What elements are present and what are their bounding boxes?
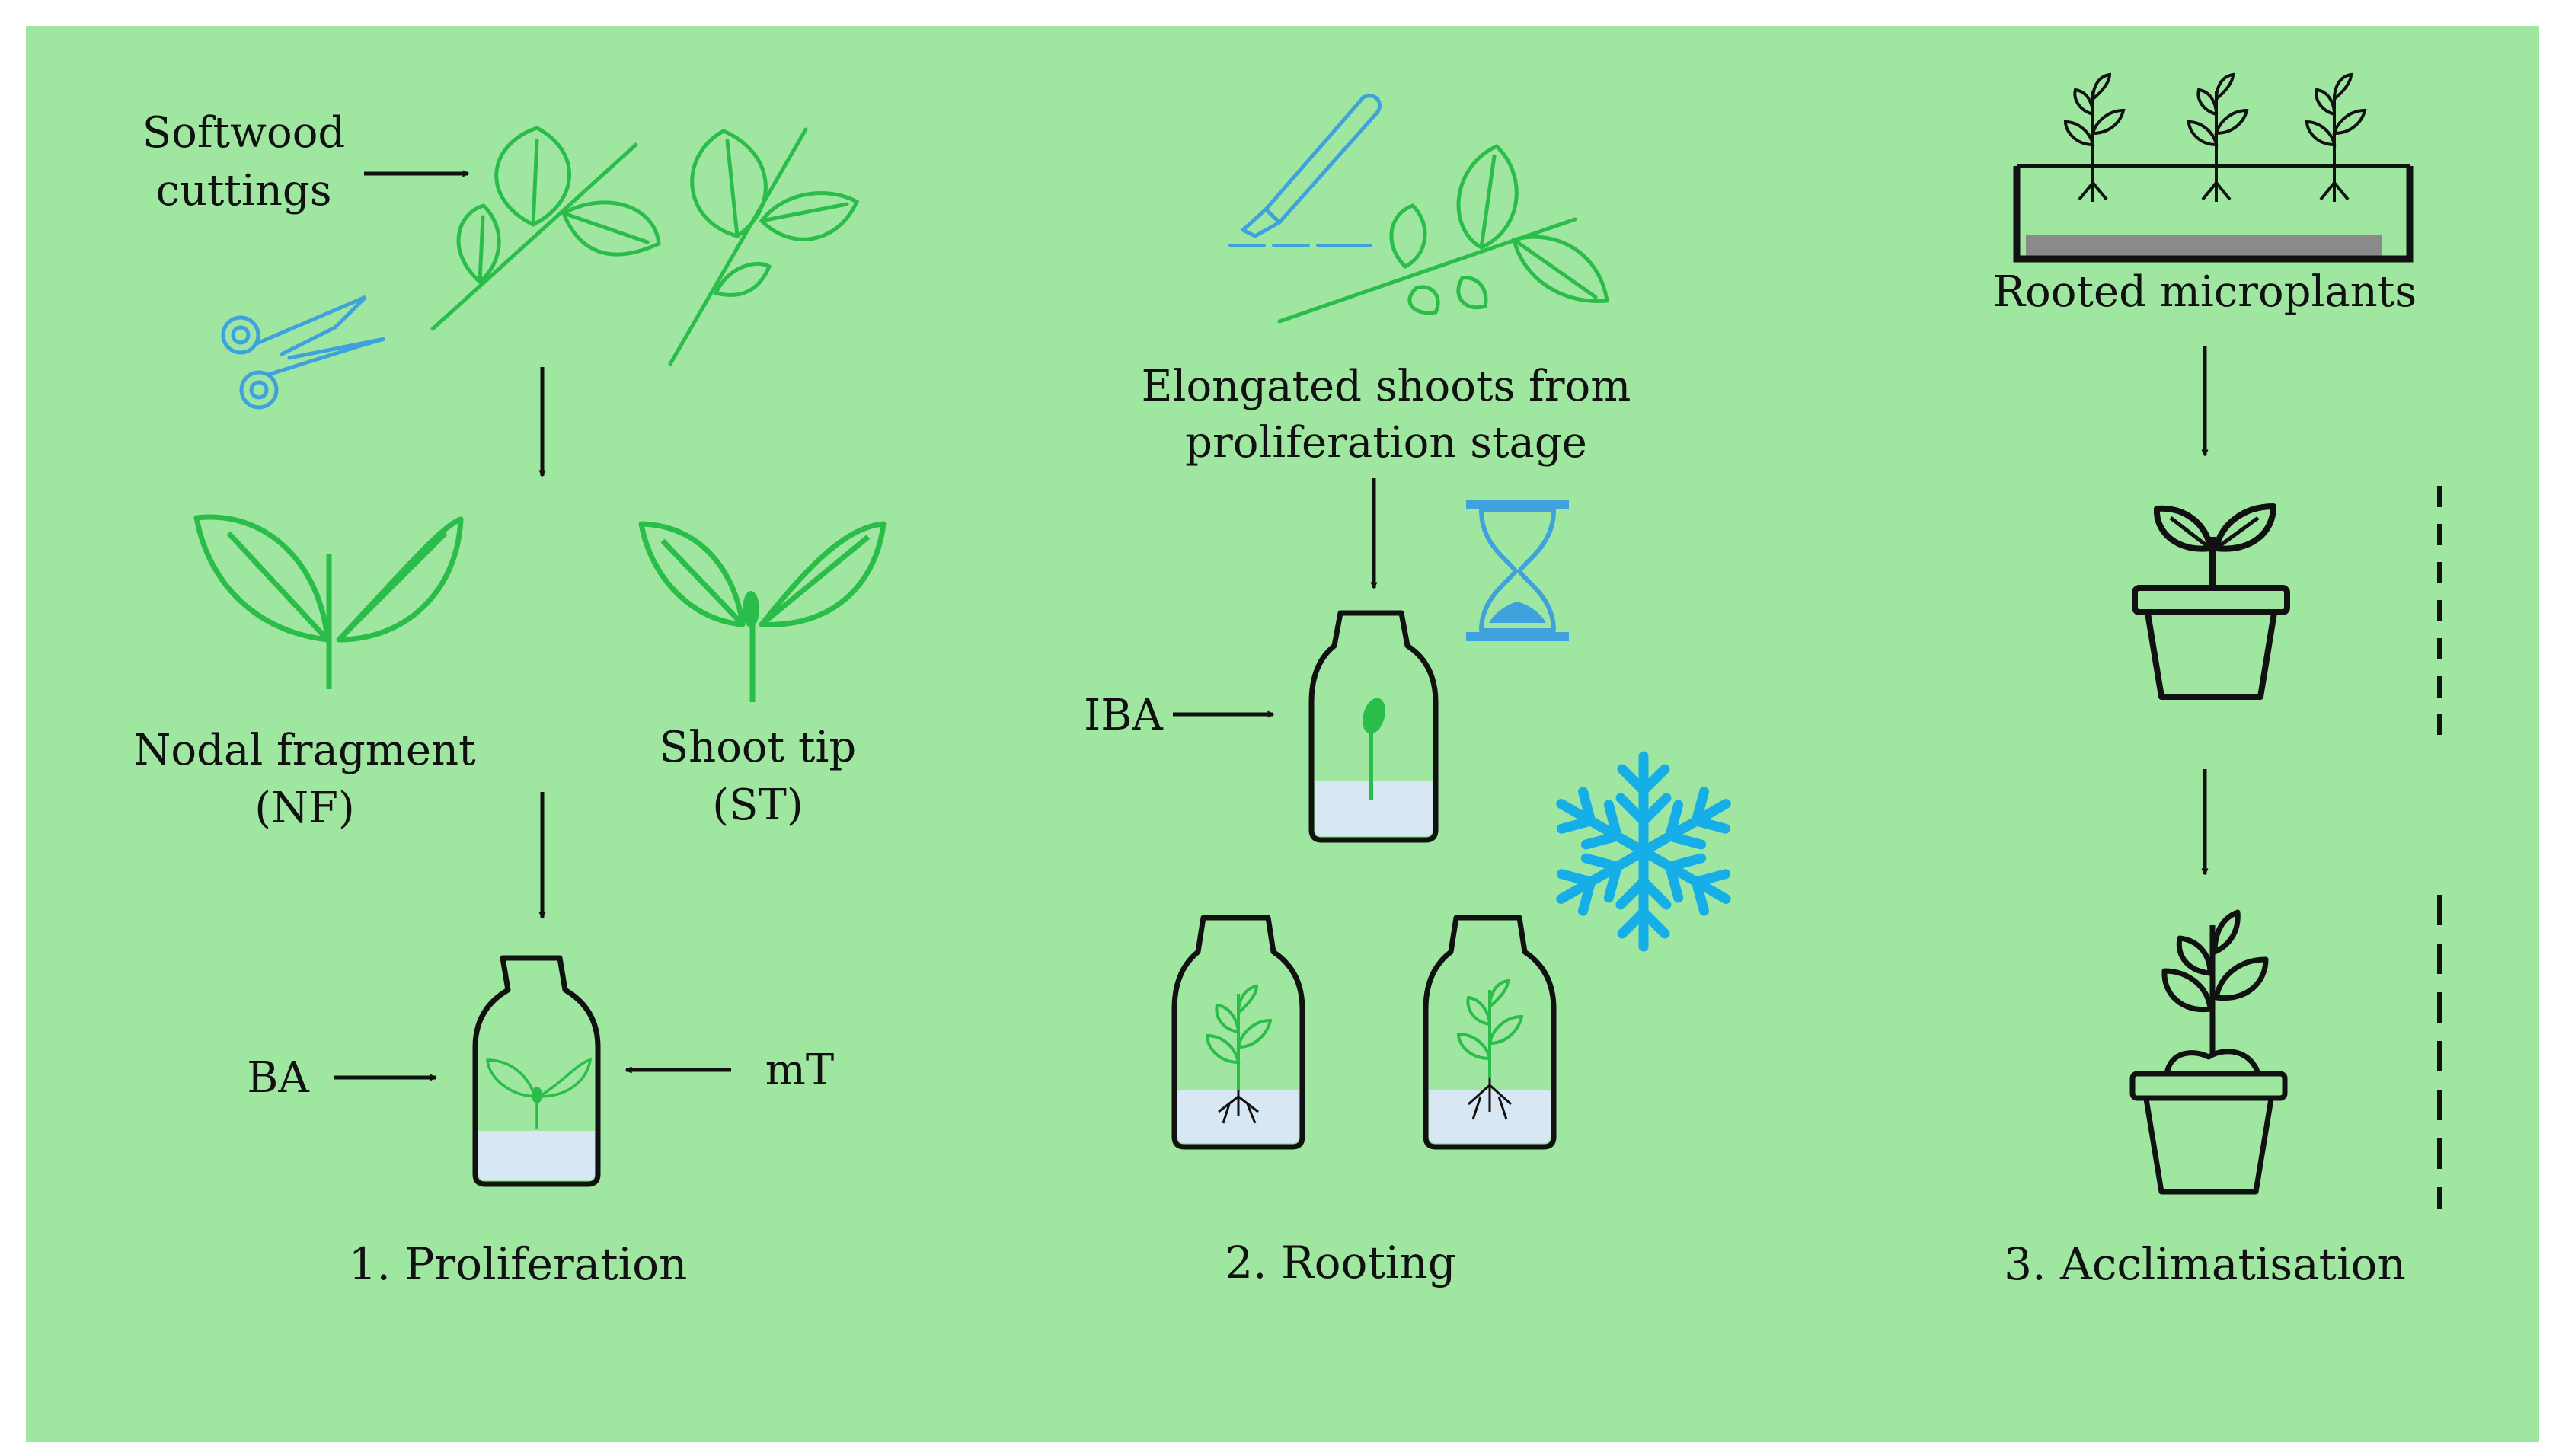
- nodal-fragment-label-line1: Nodal fragment: [133, 726, 476, 775]
- rooted-jar-1-icon: [1171, 915, 1305, 1150]
- rooted-jar-2-icon: [1423, 915, 1557, 1150]
- microplant-2-icon: [2187, 72, 2249, 202]
- softwood-cutting-1-icon: [430, 126, 661, 331]
- shoot-tip-label-line2: (ST): [712, 781, 803, 830]
- microplant-3-icon: [2305, 72, 2367, 202]
- stage-proliferation-label: 1. Proliferation: [348, 1238, 688, 1290]
- ba-label: BA: [247, 1053, 309, 1103]
- elongated-shoot-icon: [1277, 144, 1609, 324]
- hourglass-icon: [1466, 500, 1569, 641]
- mt-label: mT: [765, 1046, 835, 1095]
- stage-rooting-label: 2. Rooting: [1225, 1237, 1456, 1288]
- elongated-shoots-label-line2: proliferation stage: [1185, 418, 1587, 468]
- softwood-label-line1: Softwood: [142, 108, 346, 158]
- softwood-cutting-2-icon: [668, 127, 860, 366]
- rooted-microplants-tray-icon: [2013, 164, 2414, 263]
- softwood-label-line2: cuttings: [155, 166, 332, 216]
- rooted-microplants-label: Rooted microplants: [1992, 267, 2417, 317]
- rooting-jar-icon: [1308, 610, 1439, 843]
- nodal-fragment-icon: [193, 514, 464, 689]
- acclimatised-plant-icon: [2129, 909, 2288, 1195]
- shoot-tip-label-line1: Shoot tip: [659, 723, 857, 772]
- nodal-fragment-label-line2: (NF): [254, 784, 355, 833]
- scissors-icon: [221, 295, 385, 410]
- scalpel-icon: [1228, 94, 1382, 247]
- elongated-shoots-label-line1: Elongated shoots from: [1141, 362, 1631, 411]
- shoot-tip-icon: [638, 521, 887, 702]
- potted-seedling-icon: [2132, 503, 2290, 700]
- proliferation-jar-icon: [472, 955, 601, 1187]
- stage-acclimatisation-label: 3. Acclimatisation: [2004, 1238, 2406, 1290]
- microplant-1-icon: [2063, 72, 2126, 202]
- iba-label: IBA: [1084, 691, 1163, 740]
- snowflake-icon: [1550, 751, 1738, 947]
